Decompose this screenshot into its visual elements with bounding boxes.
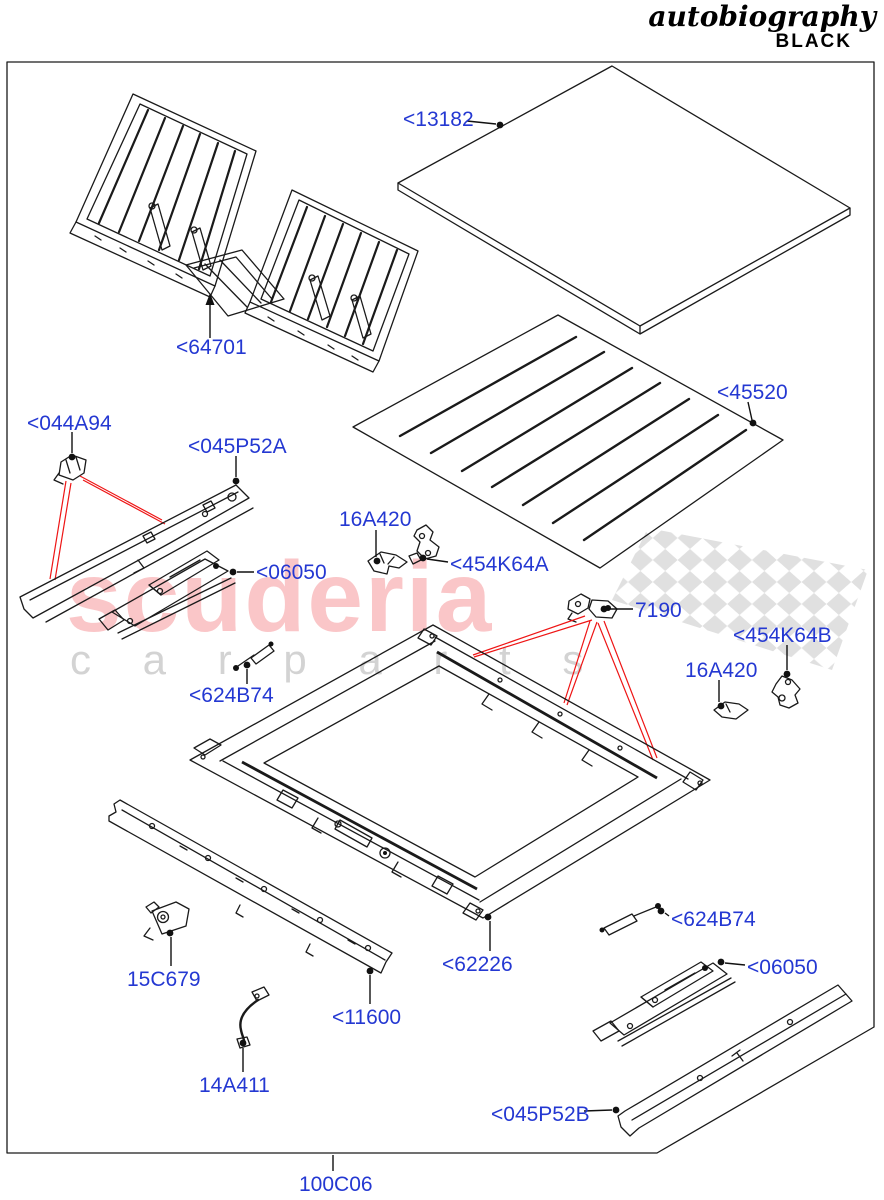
part-drawing-14A411 (236, 986, 270, 1072)
watermark-subtitle: c a r p a r t s (70, 636, 604, 683)
part-label-624B74-lower[interactable]: <624B74 (671, 908, 756, 931)
part-drawing-62226 (189, 624, 711, 951)
part-label-13182[interactable]: <13182 (403, 108, 474, 131)
part-label-045P52A[interactable]: <045P52A (188, 435, 287, 458)
part-label-7190: 7190 (635, 599, 682, 622)
brand-logo: autobiography BLACK (648, 2, 876, 52)
part-label-16A420-right: 16A420 (685, 659, 758, 682)
part-label-06050-upper[interactable]: <06050 (256, 561, 327, 584)
part-drawing-045P52A (19, 456, 254, 623)
part-drawing-454K64A (408, 524, 449, 565)
part-label-16A420-left: 16A420 (339, 508, 412, 531)
checkered-flag-icon (612, 528, 868, 670)
part-label-454K64B[interactable]: <454K64B (733, 624, 832, 647)
brand-autobiography: autobiography (648, 0, 876, 33)
part-label-045P52B[interactable]: <045P52B (491, 1103, 590, 1126)
part-label-62226[interactable]: <62226 (442, 953, 513, 976)
part-drawing-45520 (352, 314, 784, 569)
part-label-454K64A[interactable]: <454K64A (450, 553, 549, 576)
part-label-044A94[interactable]: <044A94 (27, 412, 112, 435)
part-drawing-624B74-upper (233, 641, 275, 684)
part-label-64701[interactable]: <64701 (176, 336, 247, 359)
part-drawing-7190 (472, 593, 658, 761)
diagram-border (6, 61, 875, 1154)
part-drawing-13182 (397, 65, 851, 335)
part-drawing-044A94 (49, 432, 166, 581)
part-drawing-11600 (108, 799, 393, 1004)
part-drawing-16A420-right (713, 680, 749, 720)
part-drawing-15C679 (143, 901, 190, 966)
part-drawing-16A420-left (367, 530, 408, 575)
part-label-11600[interactable]: <11600 (332, 1006, 402, 1029)
part-drawing-624B74-lower (599, 903, 670, 936)
part-drawing-454K64B (771, 645, 801, 709)
part-label-45520[interactable]: <45520 (717, 381, 788, 404)
part-label-14A411: 14A411 (199, 1074, 270, 1097)
part-drawing-06050-lower (592, 958, 746, 1047)
part-label-100C06: 100C06 (299, 1173, 373, 1196)
brand-black: BLACK (775, 31, 852, 52)
part-drawing-045P52B (583, 984, 853, 1137)
part-drawing-06050-upper (98, 550, 254, 640)
part-label-624B74-upper[interactable]: <624B74 (189, 684, 274, 707)
part-label-15C679: 15C679 (127, 968, 201, 991)
part-label-06050-lower[interactable]: <06050 (747, 956, 818, 979)
part-drawing-64701 (69, 93, 419, 373)
